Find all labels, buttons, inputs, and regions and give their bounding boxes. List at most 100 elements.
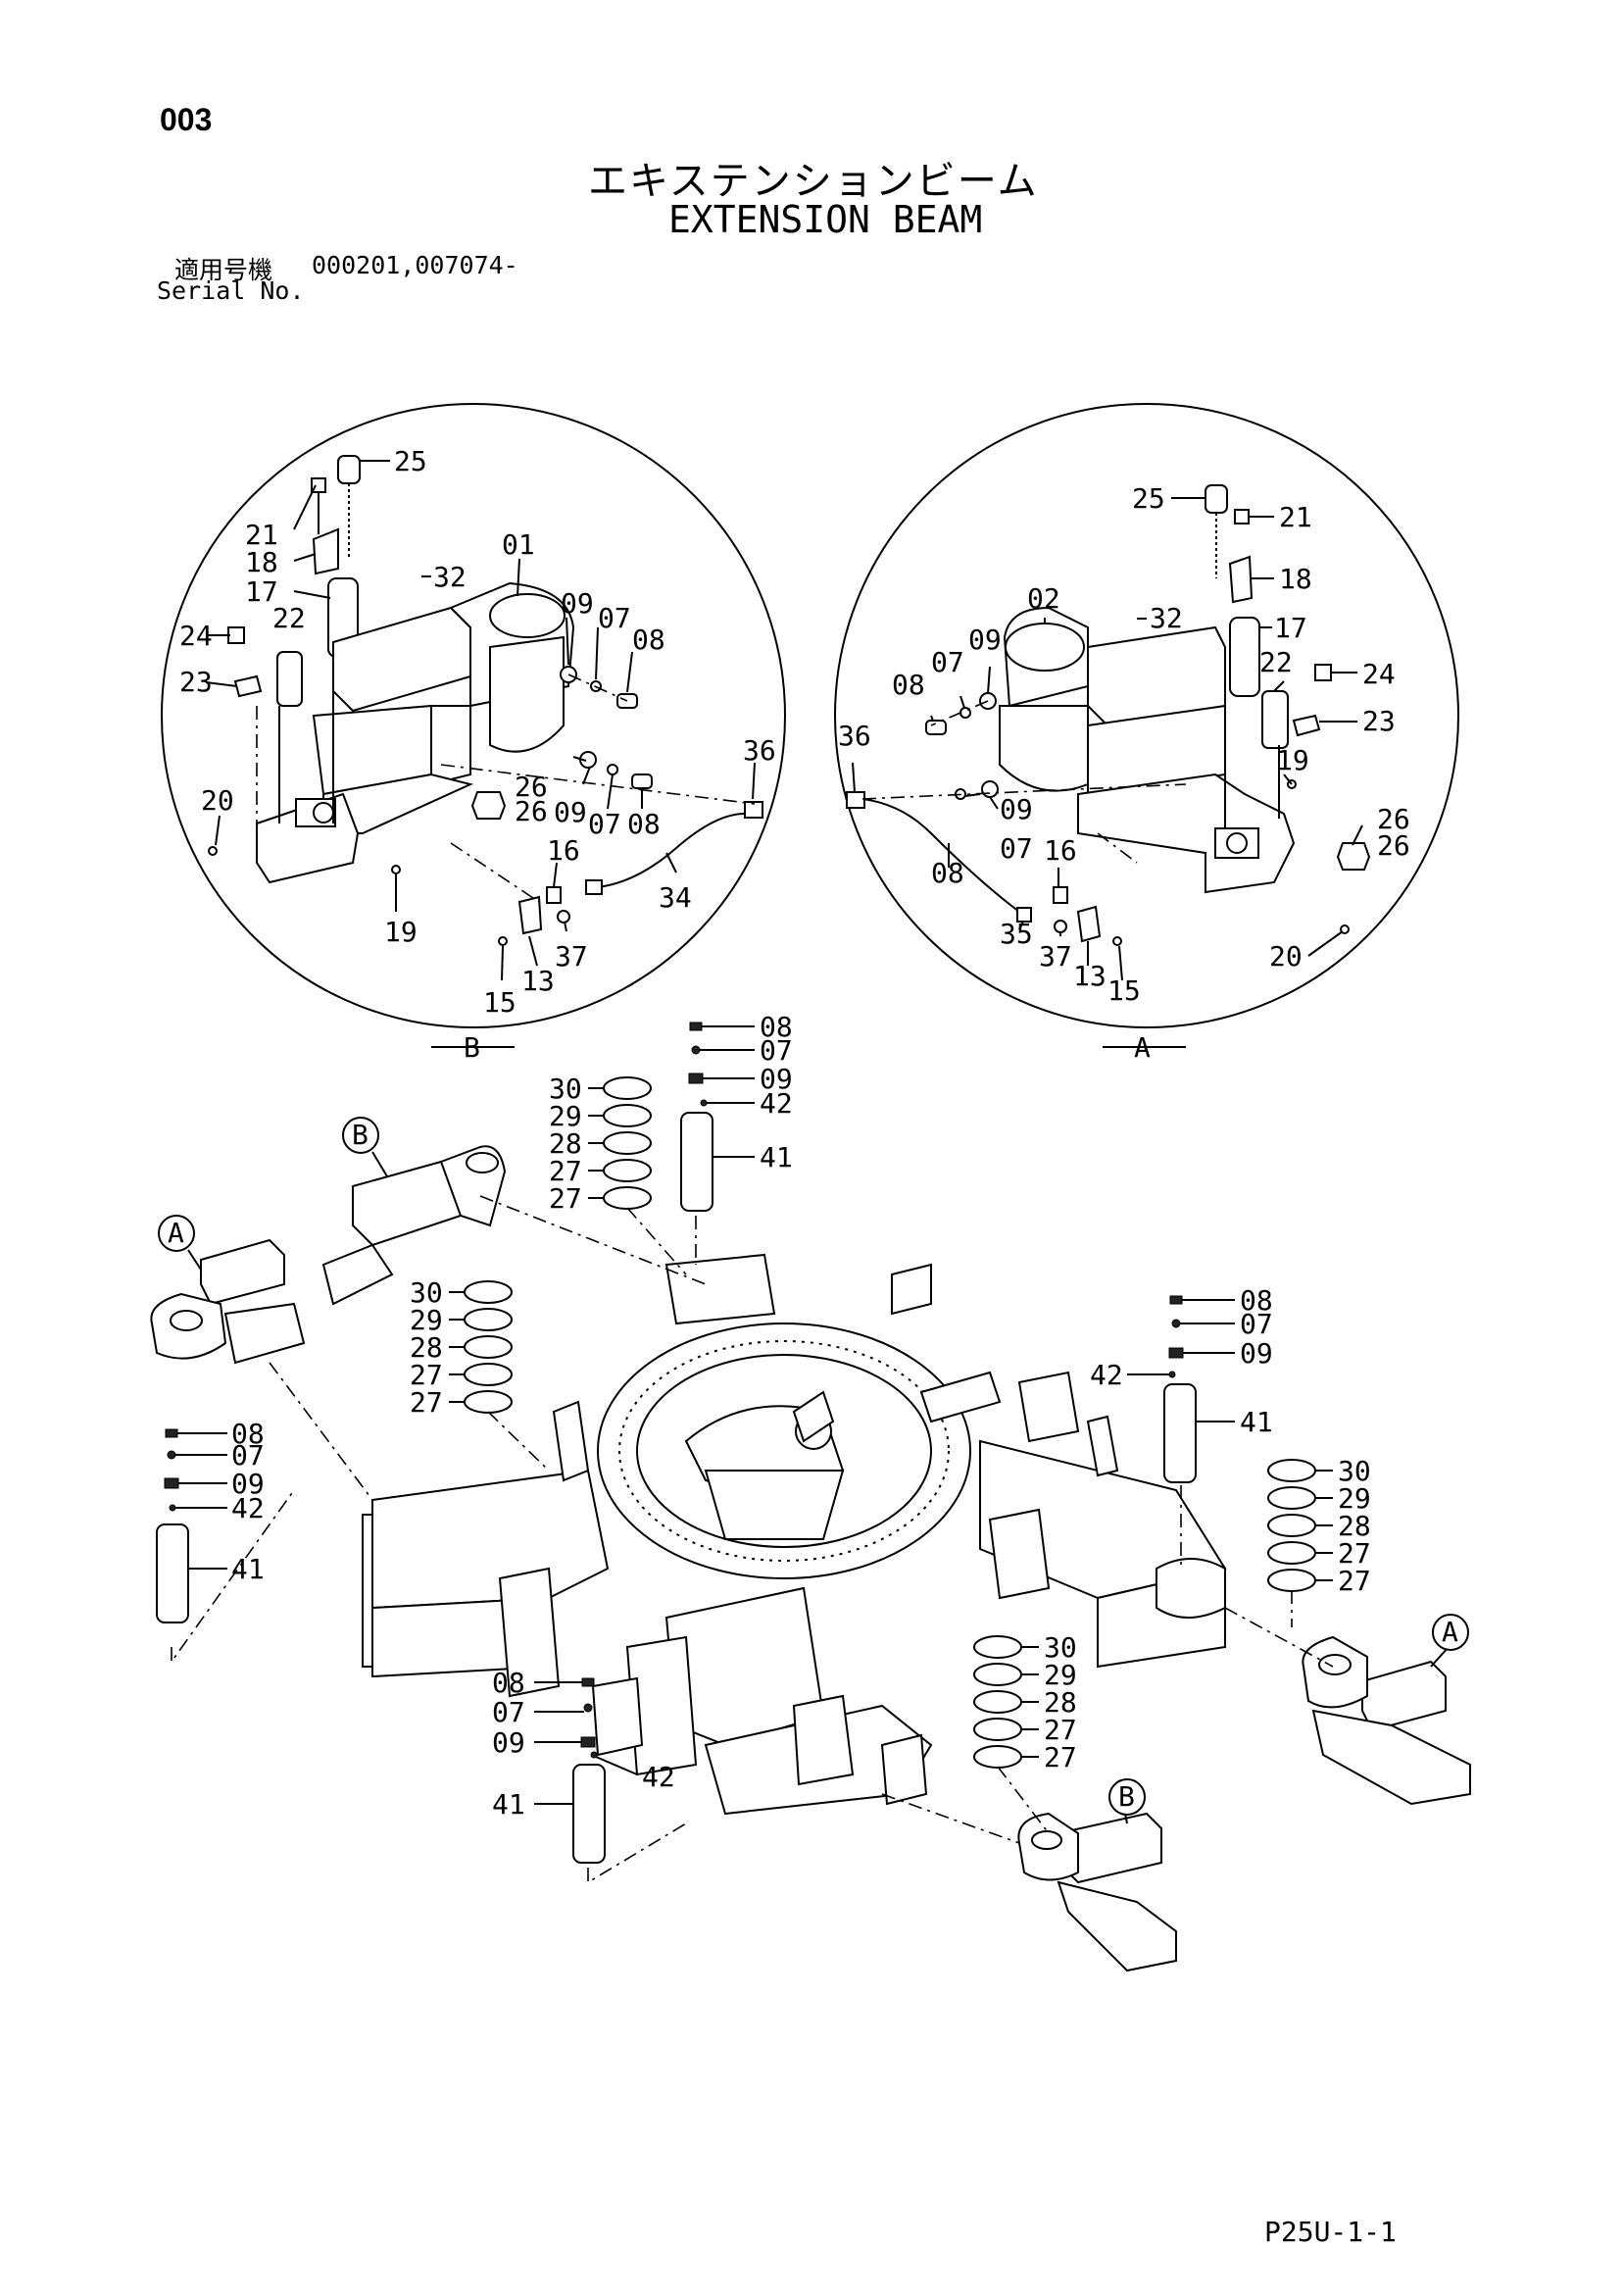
callout: 26 (515, 795, 548, 827)
extension-beam-b-bottom (1017, 1812, 1177, 1972)
callout: 07 (231, 1439, 265, 1472)
callout: 27 (410, 1359, 443, 1391)
callout: 42 (1090, 1359, 1123, 1391)
callout: 27 (1338, 1537, 1371, 1570)
view-label-b: B (464, 1031, 480, 1064)
callout: 16 (1044, 834, 1077, 867)
callout: 28 (1338, 1510, 1371, 1542)
view-tag-labels: B A A B (168, 1119, 1458, 1813)
callout: 26 (1377, 829, 1410, 862)
callout: 41 (492, 1788, 525, 1821)
pin-41-bottom (572, 1677, 606, 1864)
callout: 02 (1027, 582, 1060, 615)
callouts-main: 08 07 09 42 41 30 29 28 27 27 30 29 28 2… (231, 1011, 1371, 1821)
callout: 15 (1107, 974, 1141, 1007)
callout: 09 (1240, 1337, 1273, 1370)
callout: 01 (502, 528, 535, 561)
callout: 32 (1150, 602, 1183, 634)
view-tag-a-left (158, 1215, 195, 1252)
callout: 30 (1044, 1631, 1077, 1664)
callout: 09 (968, 624, 1002, 656)
callout: 13 (521, 965, 555, 997)
callout: 08 (931, 857, 964, 889)
callout: 27 (1044, 1714, 1077, 1746)
callout: 07 (588, 808, 621, 840)
callout: 27 (549, 1182, 582, 1215)
callout: 23 (179, 666, 213, 698)
callout: 08 (492, 1667, 525, 1699)
callout: 09 (554, 796, 587, 828)
extension-beam-b-top (321, 1145, 507, 1306)
callout: 42 (760, 1087, 793, 1120)
callout: 17 (245, 575, 278, 608)
view-tag-b-top (342, 1117, 379, 1154)
pin-41-left (156, 1428, 189, 1623)
callout: 41 (231, 1553, 265, 1585)
callout: 15 (483, 986, 516, 1019)
callout: 32 (433, 561, 467, 593)
view-tag-label: B (352, 1119, 369, 1151)
callout: 17 (1274, 612, 1307, 644)
callout: 28 (410, 1331, 443, 1364)
view-tag-b-bottom (1108, 1778, 1146, 1816)
callout: 29 (410, 1304, 443, 1336)
callout: 27 (1044, 1741, 1077, 1773)
seal-ring-stack-4 (973, 1635, 1022, 1769)
seal-ring-stack-2 (464, 1280, 513, 1414)
view-tag-label: A (168, 1217, 184, 1249)
callout: 35 (1000, 918, 1033, 950)
callout: 09 (561, 587, 594, 620)
callout: 22 (272, 602, 306, 634)
callout: 37 (555, 940, 588, 973)
callout: 36 (743, 734, 776, 767)
callout: 08 (892, 669, 925, 701)
callout: 30 (549, 1073, 582, 1105)
callout: 07 (492, 1696, 525, 1728)
callout: 09 (231, 1468, 265, 1500)
callout: 19 (1276, 744, 1309, 776)
detail-b-assembly (208, 455, 763, 946)
callout: 07 (760, 1034, 793, 1067)
main-frame-assembly (362, 1253, 1227, 1816)
callout: 20 (201, 784, 234, 817)
callout: 26 (1377, 803, 1410, 835)
callout: 42 (231, 1492, 265, 1524)
callout: 28 (1044, 1686, 1077, 1719)
callout: 21 (245, 519, 278, 551)
callout: 41 (760, 1141, 793, 1173)
callout: 29 (1338, 1482, 1371, 1515)
detail-circle-b (161, 403, 786, 1028)
view-label-a: A (1134, 1031, 1151, 1064)
callout: 07 (1240, 1308, 1273, 1340)
callout: 41 (1240, 1406, 1273, 1438)
callout: 23 (1362, 705, 1396, 737)
callout: 08 (231, 1418, 265, 1450)
detail-circle-a (834, 403, 1459, 1028)
callout: 30 (1338, 1455, 1371, 1487)
callout: 36 (838, 720, 871, 752)
callout: 20 (1269, 940, 1303, 973)
callout: 29 (1044, 1659, 1077, 1691)
callout: 18 (245, 546, 278, 578)
callout: 30 (410, 1276, 443, 1309)
callout: 24 (179, 620, 213, 652)
callout: 16 (547, 834, 580, 867)
callout: 18 (1279, 563, 1312, 595)
view-tag-label: A (1442, 1616, 1458, 1648)
callout: 07 (1000, 832, 1033, 865)
callout: 25 (394, 445, 427, 477)
footer-code: P25U-1-1 (1264, 2216, 1397, 2248)
serial-label-japanese: 適用号機 (174, 256, 273, 284)
callout: 25 (1132, 482, 1165, 515)
callout: 26 (515, 771, 548, 803)
detail-a-assembly (846, 484, 1371, 946)
callout: 28 (549, 1127, 582, 1160)
callout: 22 (1259, 646, 1293, 678)
view-tag-a-right (1432, 1614, 1469, 1651)
callout: 19 (384, 916, 418, 948)
view-tag-label: B (1118, 1780, 1135, 1813)
serial-label-english: Serial No. (157, 276, 305, 305)
callout: 08 (760, 1011, 793, 1043)
seal-ring-stack-1 (603, 1076, 652, 1210)
